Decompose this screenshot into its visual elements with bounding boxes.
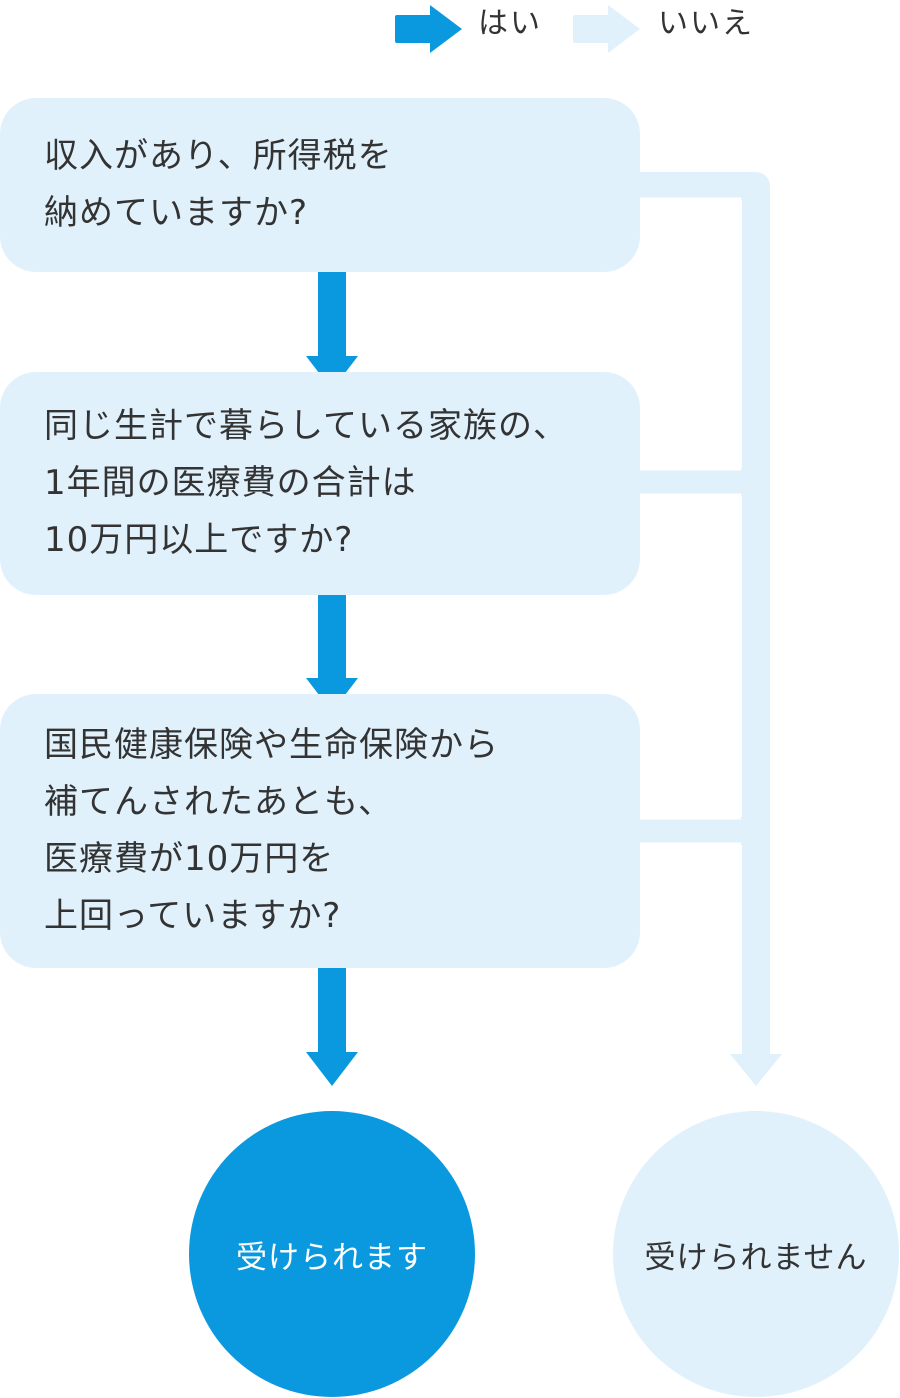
legend-yes-arrow-icon bbox=[395, 5, 462, 53]
question-box-1: 収入があり、所得税を 納めていますか? bbox=[0, 98, 640, 272]
question-2-line-1: 同じ生計で暮らしている家族の、 bbox=[44, 406, 568, 446]
question-box-2: 同じ生計で暮らしている家族の、 1年間の医療費の合計は 10万円以上ですか? bbox=[0, 372, 640, 595]
question-3-line-3: 医療費が10万円を bbox=[44, 839, 335, 879]
question-3-line-2: 補てんされたあとも、 bbox=[44, 782, 393, 822]
legend-yes-label: はい bbox=[478, 6, 542, 41]
question-2-line-3: 10万円以上ですか? bbox=[44, 520, 354, 560]
question-1-line-1: 収入があり、所得税を bbox=[44, 136, 393, 176]
question-3-line-4: 上回っていますか? bbox=[44, 896, 342, 936]
legend-no-label: いいえ bbox=[658, 6, 754, 41]
legend-no-arrow-icon bbox=[573, 5, 640, 53]
no-path bbox=[628, 172, 782, 1086]
question-1-line-2: 納めていますか? bbox=[44, 193, 309, 233]
result-no-label: 受けられません bbox=[644, 1239, 868, 1276]
result-yes-circle: 受けられます bbox=[189, 1111, 475, 1397]
no-path-separators bbox=[640, 197, 741, 846]
question-box-3: 国民健康保険や生命保険から 補てんされたあとも、 医療費が10万円を 上回ってい… bbox=[0, 694, 640, 968]
result-yes-label: 受けられます bbox=[236, 1239, 428, 1276]
question-3-line-1: 国民健康保険や生命保険から bbox=[44, 725, 499, 765]
yes-arrow-3-icon bbox=[306, 966, 358, 1086]
question-2-line-2: 1年間の医療費の合計は bbox=[44, 463, 417, 503]
result-no-circle: 受けられません bbox=[613, 1111, 899, 1397]
